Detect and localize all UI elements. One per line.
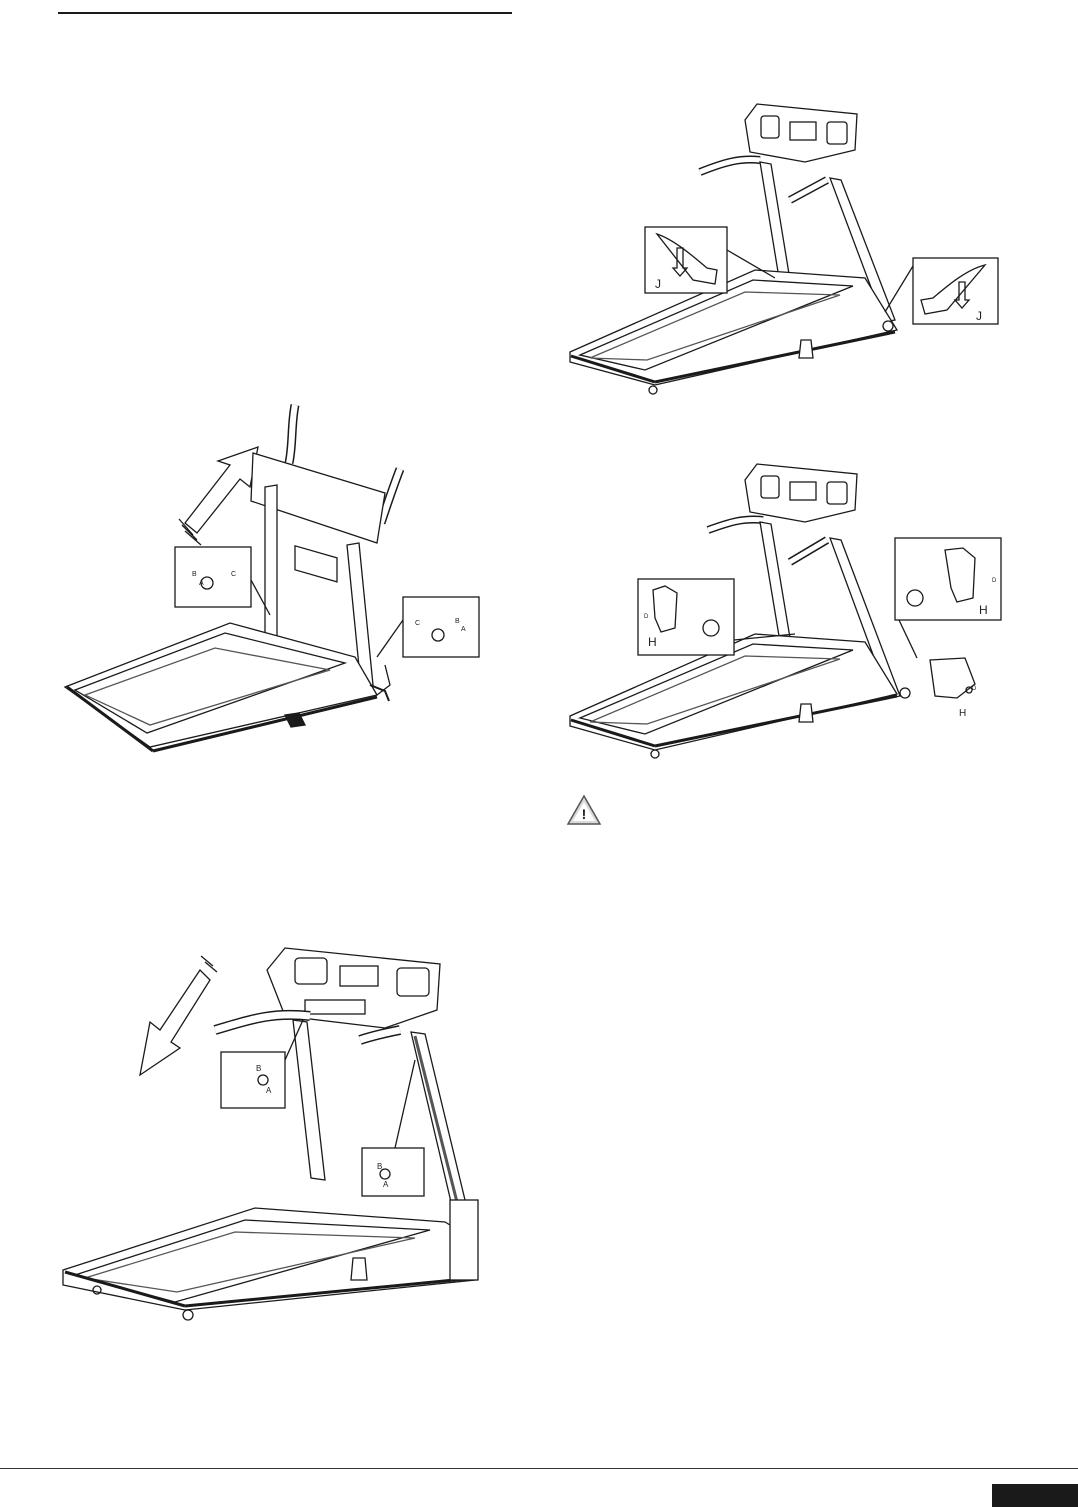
figure-lower-console: B A B A [55, 940, 490, 1330]
page-number-tab [992, 1484, 1078, 1507]
figure-side-covers: J J [565, 100, 1010, 400]
part-label-h: H [979, 603, 988, 617]
warning-triangle-icon: ! [566, 794, 602, 826]
header-rule [58, 12, 512, 14]
callout-label: B [377, 1162, 382, 1171]
part-label-d: D [644, 614, 649, 620]
callout-label: A [266, 1086, 272, 1095]
part-label-d: D [972, 686, 977, 692]
footer-rule [0, 1468, 1078, 1469]
callout-label: C [415, 620, 420, 627]
part-label-j: J [655, 277, 661, 291]
callout-label: A [199, 580, 204, 587]
part-label-d: D [992, 578, 997, 584]
callout-label: A [461, 626, 466, 633]
callout-label: A [383, 1180, 389, 1189]
figure-rear-brackets: H H H D D D [565, 458, 1010, 766]
part-label-h: H [959, 708, 966, 719]
part-label-j: J [976, 309, 982, 323]
figure-raise-upright: B A C C B A [55, 395, 485, 760]
callout-label: B [256, 1064, 261, 1073]
warning-symbol: ! [582, 806, 587, 822]
callout-label: C [231, 571, 236, 578]
part-label-h: H [648, 635, 657, 649]
callout-label: B [455, 618, 460, 625]
callout-label: B [192, 571, 197, 578]
